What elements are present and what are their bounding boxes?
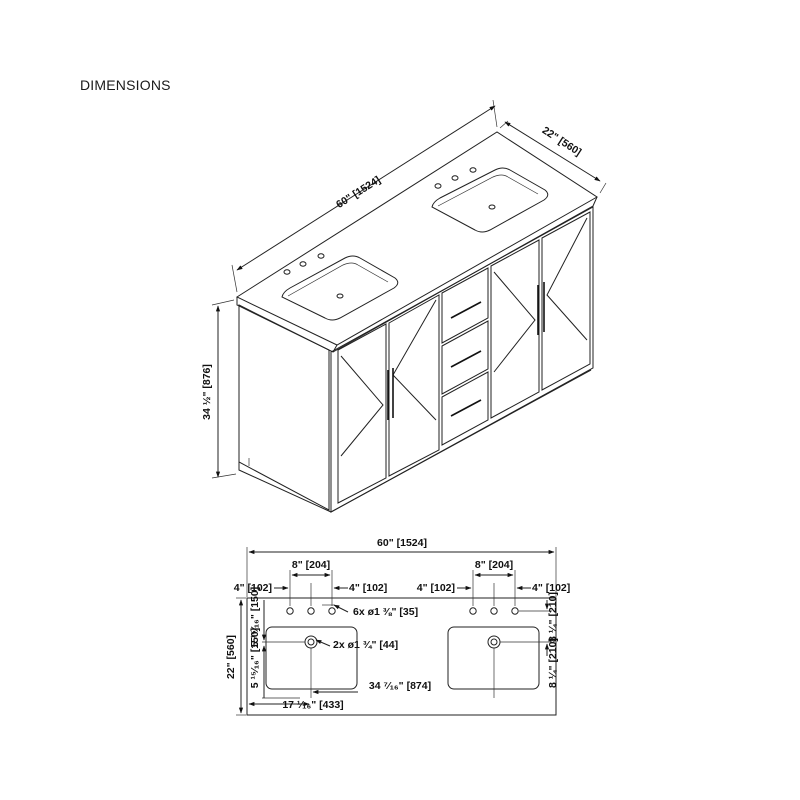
right-door-right (541, 211, 591, 391)
plan-edge-label-3: 4" [102] (417, 582, 455, 594)
plan-back-hole-label: 8 ¼" [210] (547, 592, 559, 642)
faucet-hole-icon (283, 269, 291, 275)
plan-back-drain-label: 8 ¼" [210] (547, 638, 559, 688)
faucet-hole-icon (469, 167, 477, 173)
plan-left-basin (265, 626, 358, 690)
drawer-handle[interactable] (450, 350, 482, 368)
depth-dimension-line (504, 121, 601, 182)
faucet-hole-icon (511, 607, 519, 615)
countertop (235, 131, 598, 346)
plan-hole-offset-label: 5 ¹⁵⁄₁₆" [150] (249, 587, 261, 647)
plan-front-center-label: 5 ¹⁵⁄₁₆" [150] (249, 628, 261, 688)
cabinet-front (330, 206, 594, 513)
faucet-hole-icon (317, 253, 325, 259)
plan-countertop (246, 597, 557, 716)
iso-height-label: 34 ½" [876] (201, 364, 213, 420)
faucet-hole-icon (328, 607, 336, 615)
drain-icon (488, 204, 496, 210)
cabinet-left-side (238, 304, 330, 511)
faucet-hole-icon (469, 607, 477, 615)
plan-right-spacing-label: 8" [204] (475, 559, 513, 571)
right-door-left (490, 239, 540, 419)
plan-edge-label-4: 4" [102] (532, 582, 570, 594)
drawer-stack (441, 267, 489, 446)
plan-left-spacing-label: 8" [204] (292, 559, 330, 571)
left-door-left (337, 323, 387, 504)
faucet-holes (286, 607, 519, 615)
drain-icon (304, 635, 318, 649)
iso-depth-label: 22" [560] (540, 124, 584, 158)
faucet-hole-icon (490, 607, 498, 615)
faucet-hole-icon (299, 261, 307, 267)
drain-icon (336, 293, 344, 299)
plan-faucet-hole-label: 6x ø1 ⅜" [35] (353, 606, 418, 618)
width-dimension-line (236, 105, 496, 271)
left-door-right (388, 294, 440, 477)
plan-right-basin (447, 626, 540, 690)
plan-edge-label-2: 4" [102] (349, 582, 387, 594)
drawer-handle[interactable] (450, 301, 482, 319)
plan-left-center-label: 17 ¹⁄₁₆" [433] (282, 699, 343, 711)
vanity-isometric-view: 60" [1524] 22" [560] 34 ½" [876] (201, 99, 607, 513)
left-sink-basin (281, 255, 399, 321)
faucet-hole-icon (307, 607, 315, 615)
plan-center-spacing-label: 34 ⁷⁄₁₆" [874] (369, 680, 431, 692)
countertop-plan-view: 60" [1524] 8" [204] 8" [204] 4" [102] 4"… (225, 537, 570, 716)
faucet-hole-icon (434, 183, 442, 189)
drain-icon (487, 635, 501, 649)
drawer-handle[interactable] (450, 399, 482, 417)
plan-width-label: 60" [1524] (377, 537, 427, 549)
page-title: DIMENSIONS (80, 77, 171, 93)
iso-width-label: 60" [1524] (334, 174, 383, 211)
plan-drain-label: 2x ø1 ¾" [44] (333, 639, 398, 651)
plan-edge-label-1: 4" [102] (234, 582, 272, 594)
faucet-hole-icon (286, 607, 294, 615)
plan-depth-label: 22" [560] (225, 635, 237, 679)
faucet-hole-icon (451, 175, 459, 181)
